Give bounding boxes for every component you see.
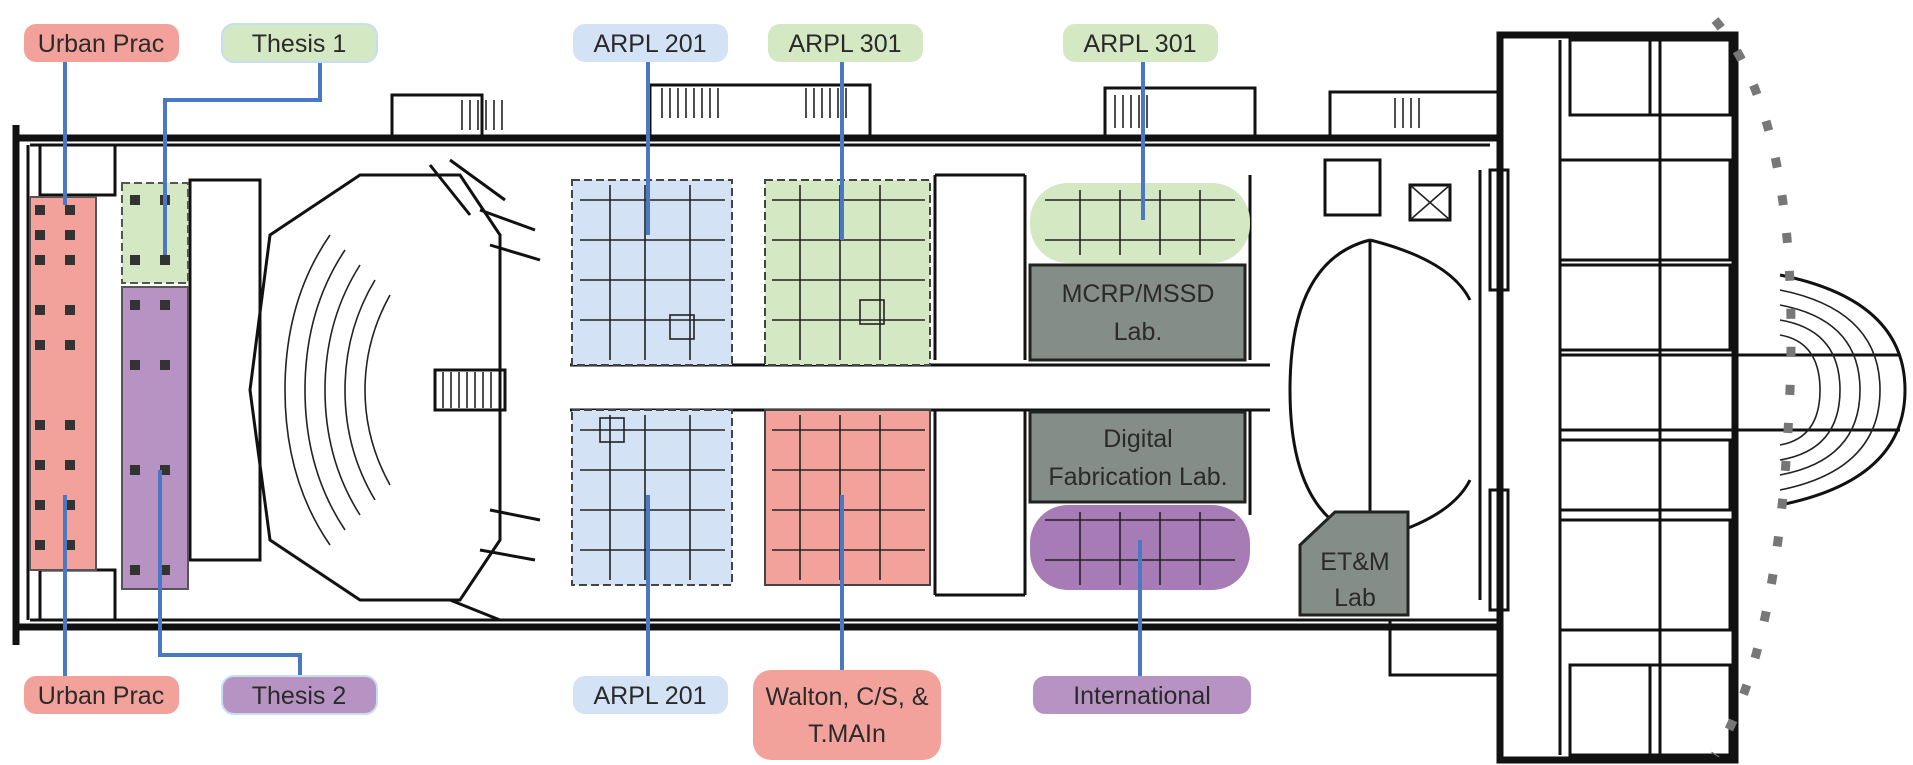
zone-arpl301-mid [764,179,931,366]
zone-etm-lab [1298,510,1410,617]
label-international [1033,676,1251,714]
lab-mcrp: MCRP/MSSD Lab. [1062,280,1215,346]
label-arpl301-right [1063,24,1218,62]
etm-lab-line1: ET&M [1320,548,1389,576]
label-walton-text-1: Walton, C/S, & [765,683,928,711]
mcrp-lab-line1: MCRP/MSSD [1062,280,1215,308]
label-walton [753,670,941,760]
label-international-text: International [1073,682,1211,710]
desk-cluster-arpl201-top [580,185,725,360]
zone-arpl201-bottom [571,409,733,586]
bottom-labels: Urban Prac Thesis 2 ARPL 201 Walton, C/S… [24,670,1251,760]
zones [29,179,1410,617]
building-walls [12,17,1907,764]
etm-lab-line2: Lab [1334,584,1376,612]
label-urban-prac-bottom [24,676,179,714]
label-arpl301-right-text: ARPL 301 [1083,30,1196,58]
zone-mcrp-lab [1028,263,1247,362]
zone-arpl301-right [1030,183,1250,263]
label-walton-text-2: T.MAIn [808,720,886,748]
zone-digital-lab [1028,410,1247,504]
label-thesis-1 [221,23,378,63]
lab-etm: ET&M Lab [1320,548,1389,612]
label-arpl301-mid-text: ARPL 301 [788,30,901,58]
label-arpl201-top [573,24,728,62]
zone-thesis-2 [121,286,189,590]
label-arpl301-mid [768,24,923,62]
label-urban-prac-top-text: Urban Prac [38,30,164,58]
mcrp-lab-line2: Lab. [1114,318,1163,346]
desk-cluster-walton [772,415,925,580]
label-urban-prac-bottom-text: Urban Prac [38,682,164,710]
label-thesis-1-text: Thesis 1 [252,30,346,58]
label-thesis-2-text: Thesis 2 [252,682,346,710]
label-thesis-2 [221,675,378,715]
digital-lab-line2: Fabrication Lab. [1048,463,1227,491]
zone-walton [764,409,931,586]
label-arpl201-bottom [573,676,728,714]
desk-cluster-arpl201-bottom [580,415,725,580]
desk-grid [35,185,1235,585]
label-arpl201-bottom-text: ARPL 201 [593,682,706,710]
lab-digital: Digital Fabrication Lab. [1048,425,1227,491]
top-labels: Urban Prac Thesis 1 ARPL 201 ARPL 301 AR… [24,23,1218,63]
desk-cluster-arpl301 [772,185,925,360]
label-arpl201-top-text: ARPL 201 [593,30,706,58]
leader-lines [63,55,1145,680]
digital-lab-line1: Digital [1103,425,1172,453]
zone-arpl201-top [571,179,733,366]
label-urban-prac-top [24,24,179,62]
